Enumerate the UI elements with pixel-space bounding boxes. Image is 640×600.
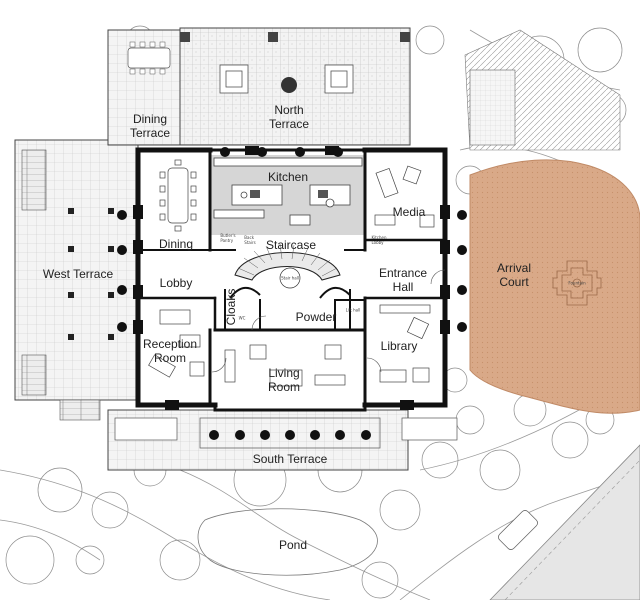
label-kitchen: Kitchen [267, 170, 309, 185]
staircase-drawing [234, 243, 341, 289]
label-dining: Dining [158, 237, 194, 252]
walls [135, 147, 448, 412]
label-living-room: Living Room [267, 366, 301, 394]
label-lobby: Lobby [159, 276, 193, 291]
label-powder: Powder [295, 310, 337, 325]
label-entrance-hall: Entrance Hall [378, 266, 428, 294]
living-furniture [224, 344, 346, 387]
library-furniture [379, 304, 431, 383]
label-media: Media [392, 205, 426, 220]
label-lift-hall: Lift hall [345, 307, 361, 313]
reception-furniture [148, 309, 205, 378]
south-terrace-columns [209, 430, 371, 440]
north-terrace-urn [281, 77, 297, 93]
fountain [552, 260, 602, 306]
label-butler-pantry: Butler's Pantry [220, 233, 236, 243]
west-terrace-columns [68, 208, 114, 340]
media-furniture [374, 165, 435, 228]
label-south-terrace: South Terrace [252, 452, 328, 467]
label-staircase: Staircase [265, 238, 317, 253]
label-wc: WC [238, 315, 246, 321]
north-terrace-planters [219, 64, 354, 94]
label-north-terrace: North Terrace [268, 103, 310, 131]
label-dining-terrace: Dining Terrace [129, 112, 171, 140]
label-fountain: Fountain [568, 280, 586, 286]
label-arrival-court: Arrival Court [496, 261, 532, 289]
label-stair-hall: Stair hall [281, 275, 299, 281]
dining-table [159, 159, 197, 232]
label-cloaks: Cloaks [224, 288, 239, 326]
columns [117, 147, 467, 332]
landscape [0, 29, 640, 600]
label-pond: Pond [278, 538, 308, 553]
label-kitchen-lobby: Kitchen Lobby [371, 235, 387, 245]
arrival-court [469, 159, 640, 414]
doors [211, 269, 446, 373]
wall-piers [133, 146, 450, 410]
ne-ramp [464, 29, 621, 151]
label-west-terrace: West Terrace [42, 267, 114, 282]
label-back-stairs: Back Stairs [244, 235, 256, 245]
label-reception-room: Reception Room [142, 337, 198, 365]
driveway [489, 444, 640, 600]
label-library: Library [380, 339, 418, 354]
